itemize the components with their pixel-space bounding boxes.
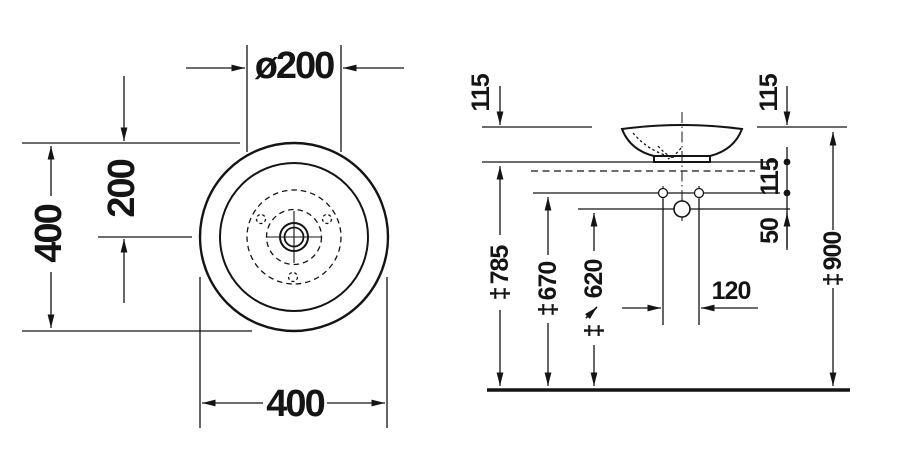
up-right-arrow-icon [585,306,598,319]
top-view: ø200 400 200 400 [22,45,404,428]
drain-hidden-contour [667,147,682,160]
basin-outer-rim-circle [198,141,390,333]
drain-outlet [673,200,691,218]
tap-hole-right [693,187,705,199]
dim-rim-above-counter-right-label: 115 [755,73,783,111]
dim-inner-diameter-label: ø200 [255,45,334,87]
dim-drain-height-value: 620 [580,260,608,299]
dim-overall-depth-label: 400 [28,204,70,262]
tap-hole-left [657,187,669,199]
basin-inner-rim-circle [219,162,369,312]
fixing-hole-right [321,213,333,225]
dim-center-offset-label: 200 [101,159,143,217]
front-view: 115 115 115 50 120 ‡ 785 ‡ 670 620 ‡ [467,73,850,392]
dim-rim-height-value: 900 [819,232,847,271]
dim-tap-height-value: 670 [534,262,562,301]
dim-rim-height-label: ‡ 900 [819,232,847,287]
fixing-hole-left [255,213,267,225]
fixing-hole-bottom [287,271,299,283]
drain-hidden-contour [657,145,674,159]
dim-counter-to-tap-label: 115 [756,157,784,195]
height-adjust-symbol: ‡ [486,287,514,300]
basin-profile [620,124,744,163]
dim-rim-above-counter-left-label: 115 [467,73,495,111]
dim-overall-width-label: 400 [266,383,324,425]
height-adjust-symbol: ‡ [534,303,562,316]
dim-tap-to-drain-label: 50 [756,218,784,244]
measure-point-dot [783,158,791,166]
dim-tap-height-label: ‡ 670 [534,262,562,317]
dim-counter-height-label: ‡ 785 [486,245,514,301]
height-adjust-symbol: ‡ [819,273,847,286]
measure-point-dot [783,189,791,197]
dim-counter-height-value: 785 [486,245,514,285]
basin-base-hidden-circle [246,189,342,285]
height-adjust-symbol: ‡ [580,324,608,337]
dim-tap-hole-spacing-label: 120 [712,277,751,305]
